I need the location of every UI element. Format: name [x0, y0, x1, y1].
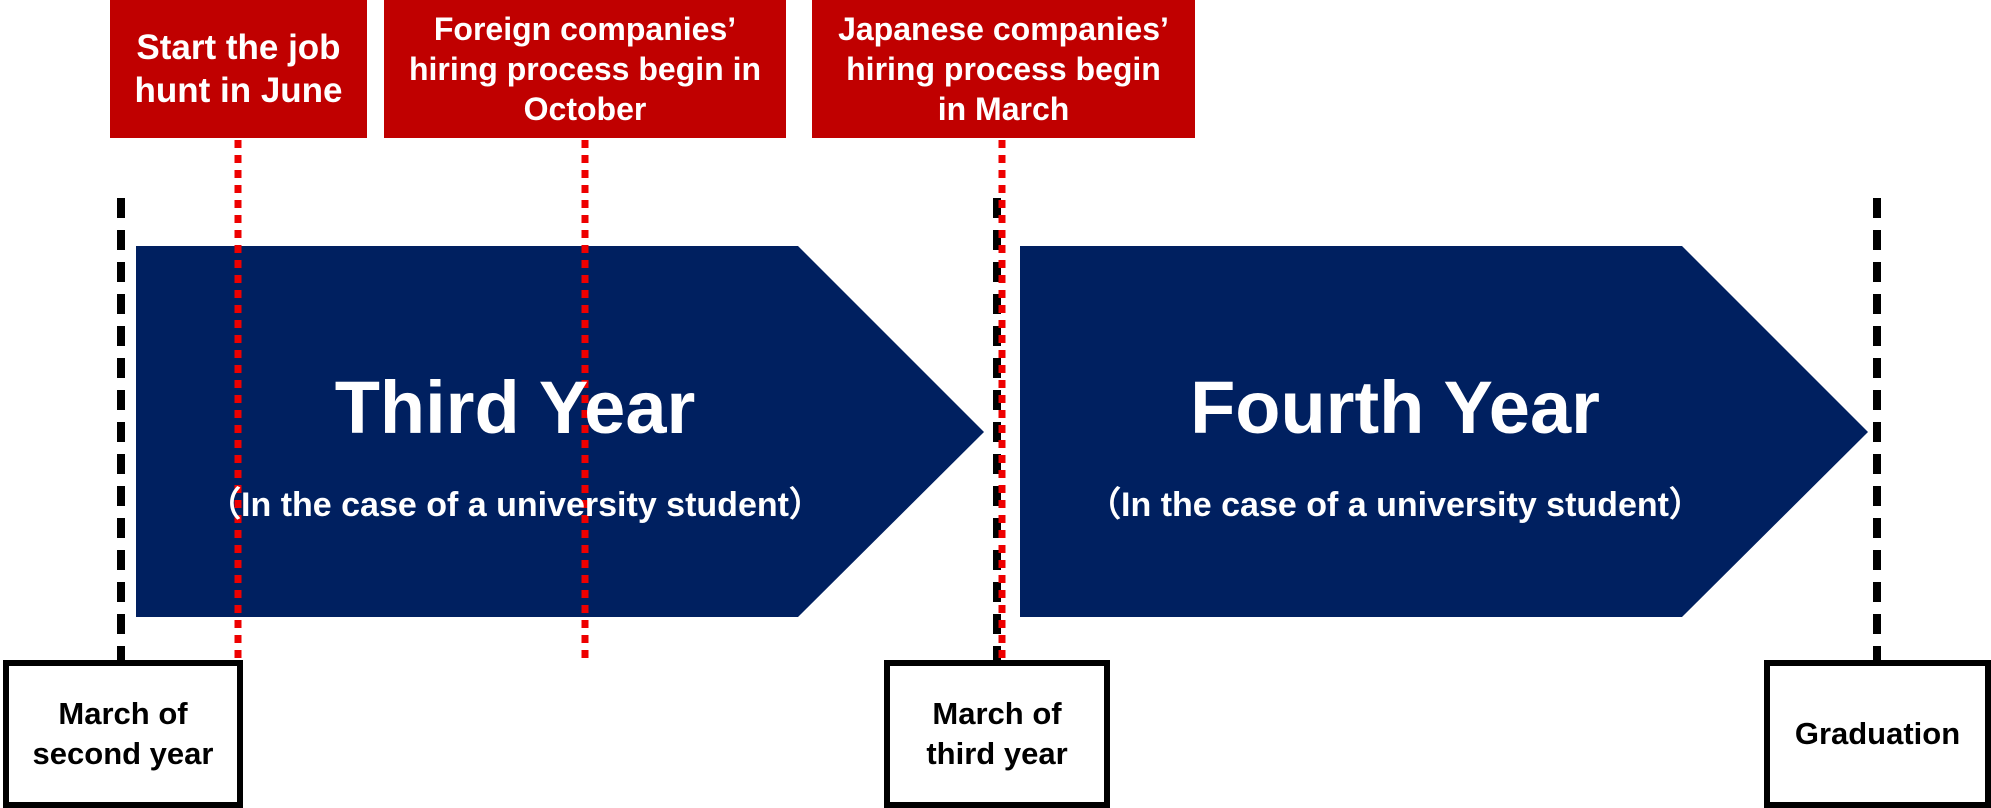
fourth-year-title: Fourth Year	[1190, 366, 1600, 449]
third-year-title: Third Year	[334, 366, 696, 449]
fourth-year-subtitle: （In the case of a university student）	[1087, 486, 1703, 524]
third-year-arrow	[136, 246, 984, 617]
callout-japanese-hiring-march: Japanese companies’ hiring process begin…	[812, 0, 1195, 138]
fourth-year-arrow	[1020, 246, 1868, 617]
milestone-march-second-year: March of second year	[3, 660, 243, 808]
milestone-march-third-year: March of third year	[884, 660, 1110, 808]
callout-foreign-hiring-october: Foreign companies’ hiring process begin …	[384, 0, 786, 138]
milestone-graduation: Graduation	[1764, 660, 1991, 808]
callout-job-hunt-june: Start the job hunt in June	[110, 0, 367, 138]
third-year-subtitle: （In the case of a university student）	[207, 486, 823, 524]
